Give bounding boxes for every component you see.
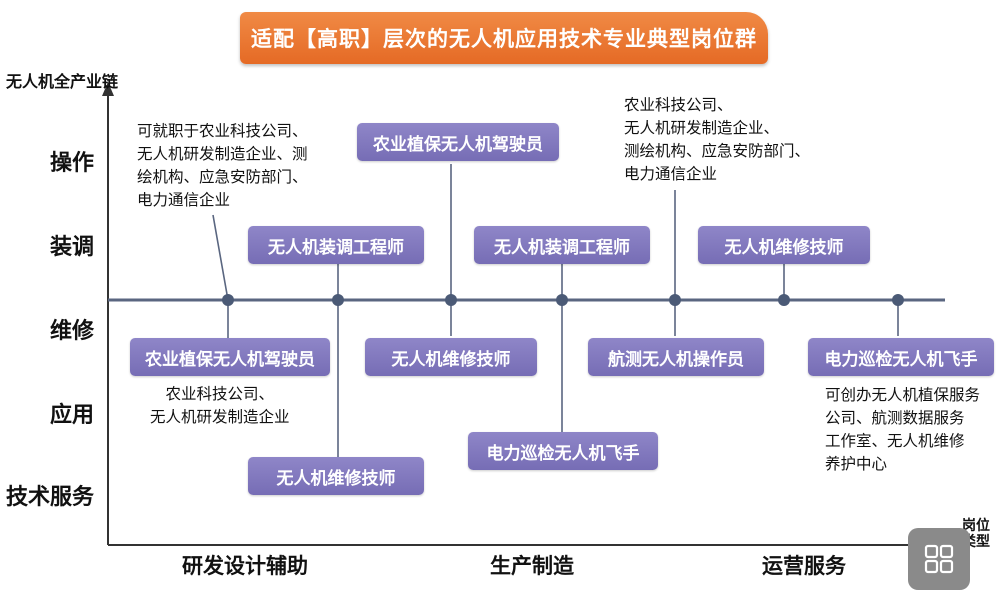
y-label-tech-service: 技术服务 bbox=[6, 485, 95, 510]
timeline-node bbox=[669, 294, 681, 306]
employer-note: 农业科技公司、无人机研发制造企业 bbox=[150, 385, 290, 426]
job-box-repair-technician: 无人机维修技师 bbox=[248, 457, 424, 495]
y-axis-arrow bbox=[102, 82, 114, 96]
job-box-power-inspection-pilot: 电力巡检无人机飞手 bbox=[468, 432, 658, 470]
job-box-assembly-engineer: 无人机装调工程师 bbox=[474, 226, 650, 264]
y-label-assembly: 装调 bbox=[50, 235, 95, 260]
x-label-operations: 运营服务 bbox=[762, 554, 846, 578]
employer-note: 农业科技公司、无人机研发制造企业、 测绘机构、应急安防部门、电力通信企业 bbox=[624, 96, 811, 183]
timeline-node bbox=[556, 294, 568, 306]
page-title: 适配【高职】层次的无人机应用技术专业典型岗位群 bbox=[240, 12, 768, 64]
timeline-node bbox=[778, 294, 790, 306]
job-box-survey-operator: 航测无人机操作员 bbox=[588, 338, 764, 376]
timeline-node bbox=[222, 294, 234, 306]
startup-note: 可创办无人机植保服务公司、航测数据服务 工作室、无人机维修养护中心 bbox=[825, 386, 981, 473]
timeline-node bbox=[445, 294, 457, 306]
y-label-repair: 维修 bbox=[50, 319, 95, 344]
grid-menu-button[interactable] bbox=[908, 528, 970, 590]
timeline-node bbox=[332, 294, 344, 306]
job-box-repair-technician: 无人机维修技师 bbox=[365, 338, 537, 376]
job-box-repair-technician: 无人机维修技师 bbox=[698, 226, 870, 264]
job-box-agri-pilot: 农业植保无人机驾驶员 bbox=[130, 338, 330, 376]
employer-note: 可就职于农业科技公司、无人机研发制造企业、测 绘机构、应急安防部门、电力通信企业 bbox=[137, 122, 308, 209]
y-label-operation: 操作 bbox=[50, 151, 95, 176]
connector bbox=[212, 214, 229, 301]
y-axis-title: 无人机全产业链 bbox=[6, 72, 119, 91]
job-box-power-inspection-pilot: 电力巡检无人机飞手 bbox=[808, 338, 994, 376]
x-label-rd: 研发设计辅助 bbox=[182, 554, 308, 578]
y-label-application: 应用 bbox=[50, 403, 95, 428]
x-label-manufacturing: 生产制造 bbox=[490, 554, 574, 578]
job-box-agri-pilot: 农业植保无人机驾驶员 bbox=[357, 123, 559, 161]
grid-icon bbox=[924, 544, 954, 574]
timeline-node bbox=[892, 294, 904, 306]
job-box-assembly-engineer: 无人机装调工程师 bbox=[248, 226, 424, 264]
